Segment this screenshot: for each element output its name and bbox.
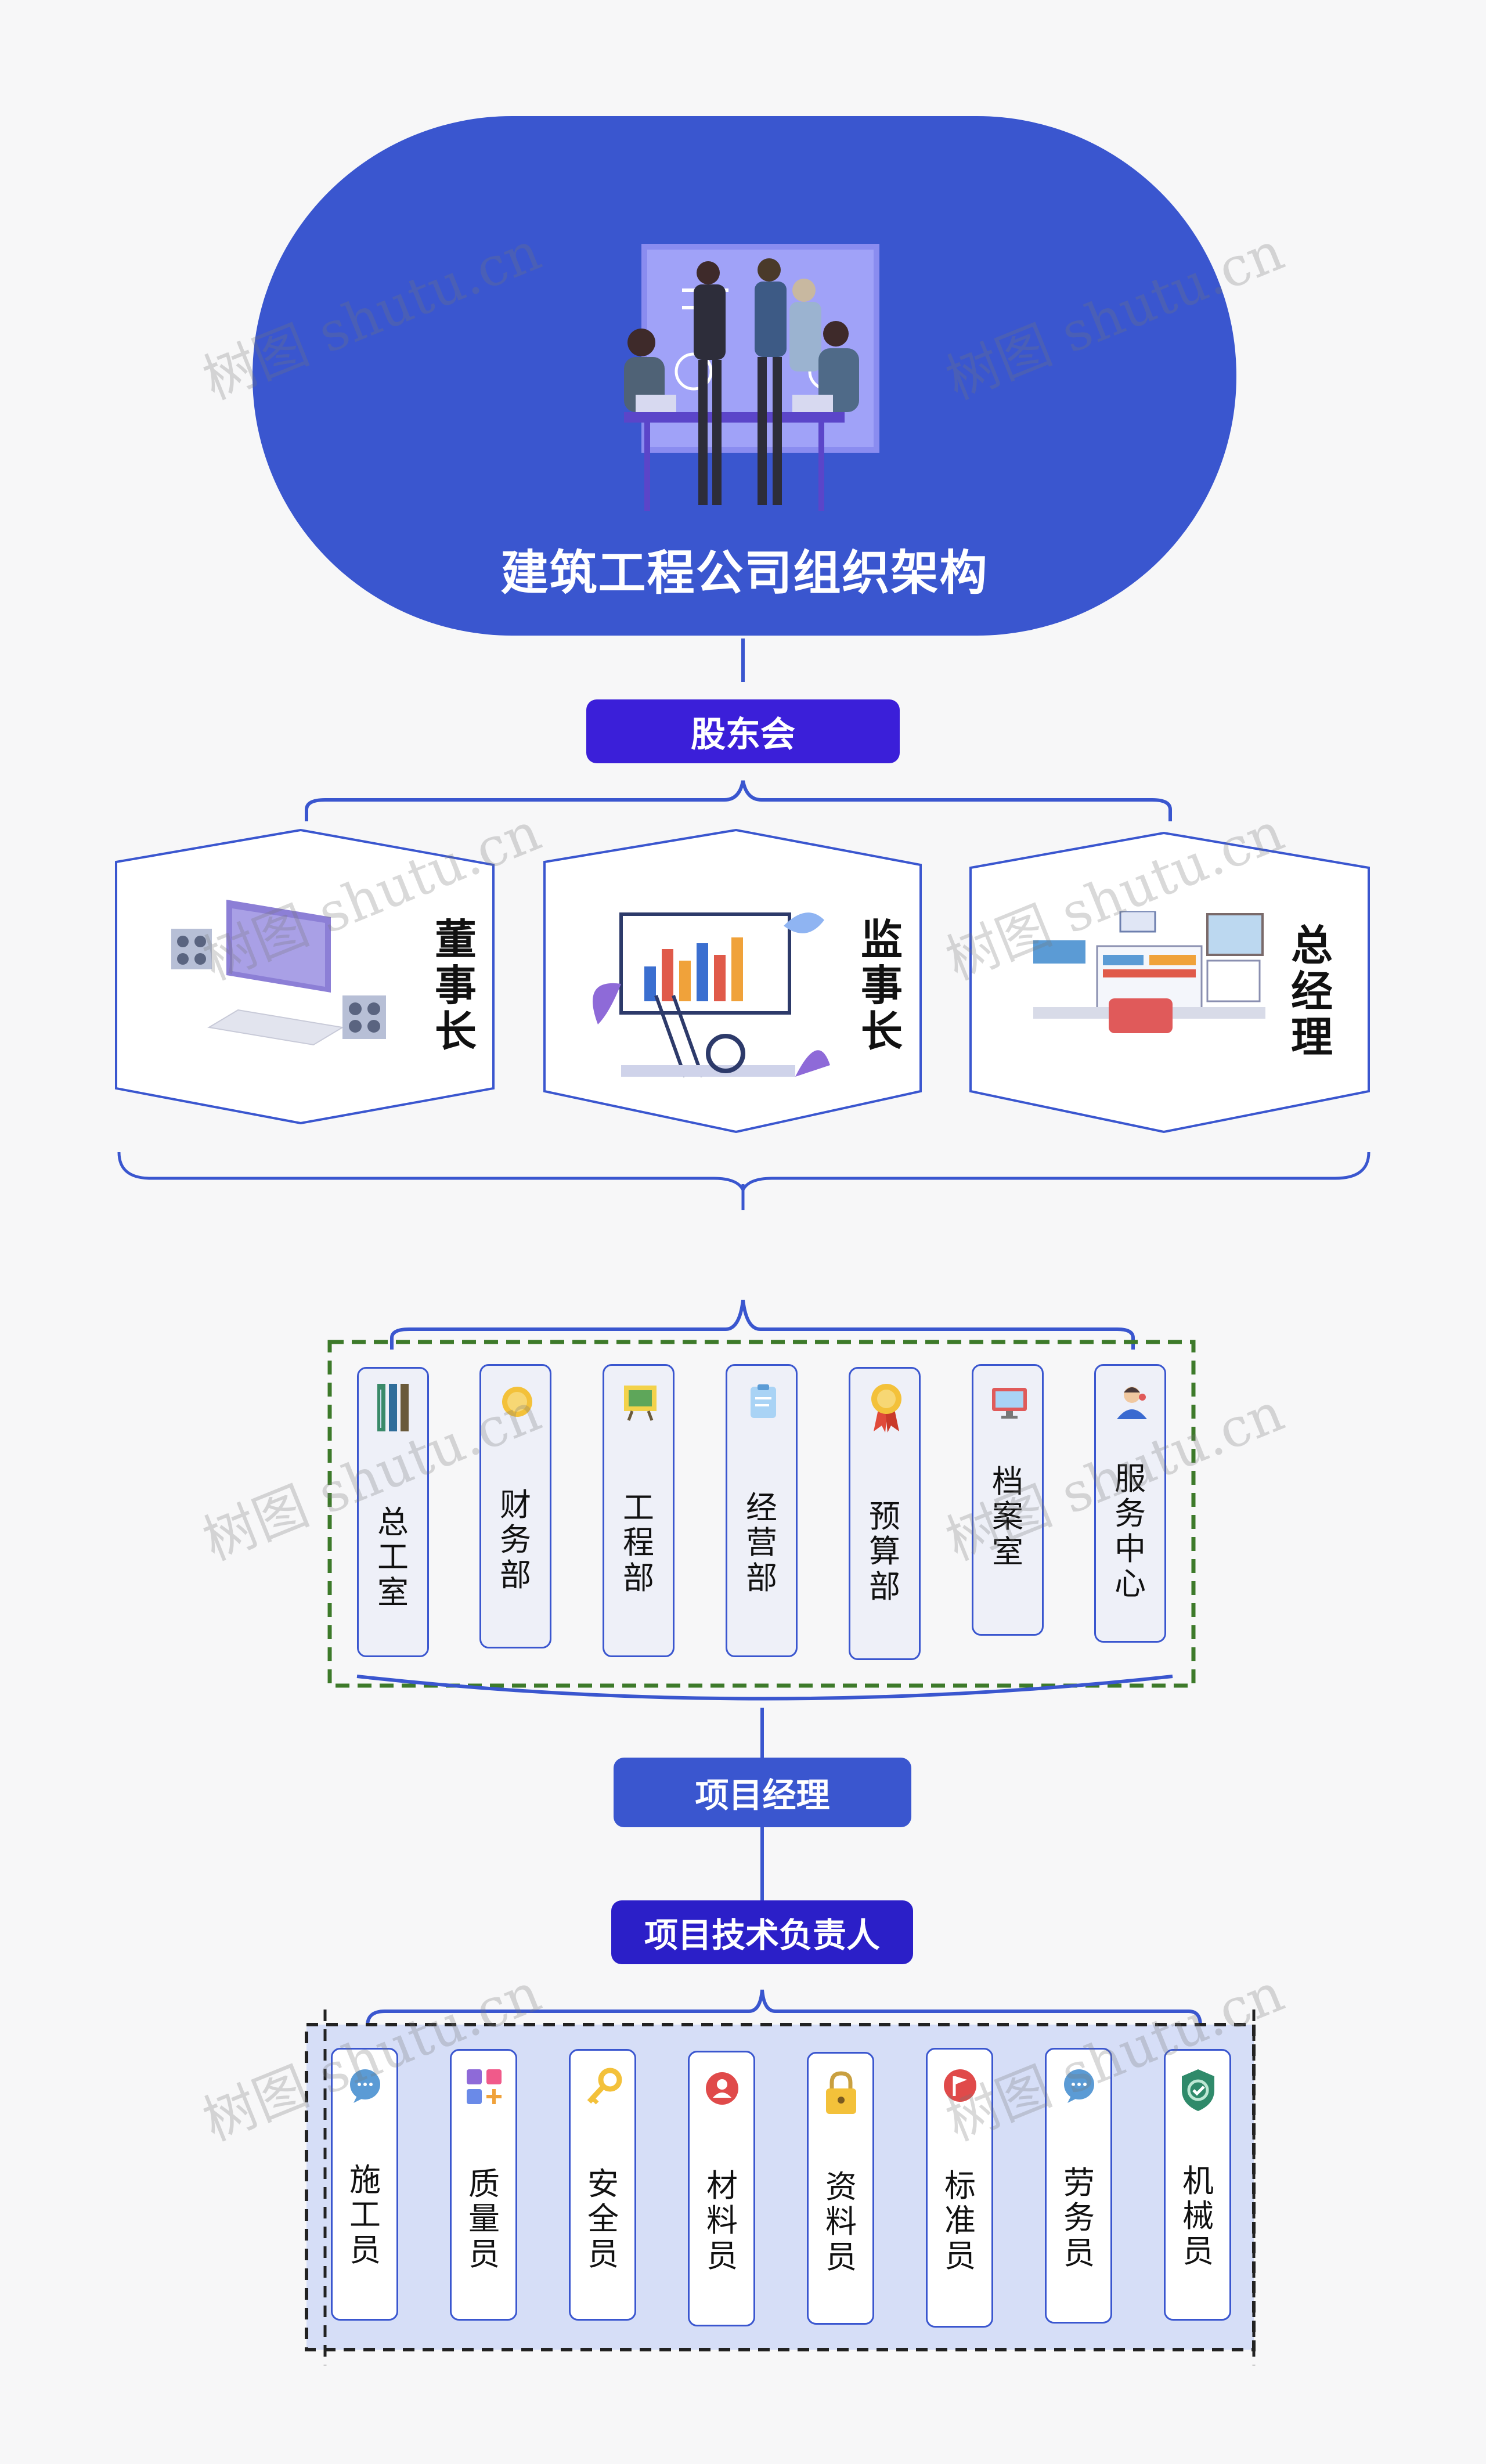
- department-label: 预算部: [869, 1498, 900, 1605]
- department-card: 预算部: [849, 1367, 921, 1660]
- key-icon: [587, 2068, 622, 2105]
- department-card: 财务部: [479, 1364, 551, 1648]
- tech-lead-node: 项目技术负责人: [611, 1900, 913, 1964]
- department-card: 总工室: [357, 1367, 429, 1657]
- exec-label: 董事长: [434, 915, 477, 1056]
- flag-badge-icon: [944, 2069, 976, 2102]
- gold-coin-icon: [502, 1387, 532, 1417]
- exec-label: 监事长: [860, 915, 903, 1056]
- staff-card: 质量员: [450, 2049, 517, 2321]
- staff-brace: [366, 1989, 1202, 2043]
- department-label: 服务中心: [1114, 1460, 1146, 1603]
- staff-label: 资料员: [825, 2169, 857, 2275]
- chat-bubble-icon: [1064, 2069, 1094, 2103]
- chat-bubble-icon: [350, 2069, 380, 2103]
- department-label: 档案室: [992, 1463, 1023, 1570]
- staff-label: 标准员: [944, 2167, 976, 2274]
- grid-plus-icon: [467, 2069, 502, 2104]
- staff-card: 劳务员: [1045, 2048, 1112, 2324]
- staff-card: 施工员: [331, 2048, 398, 2321]
- staff-label: 施工员: [349, 2162, 381, 2268]
- staff-card: 资料员: [807, 2052, 874, 2325]
- padlock-icon: [826, 2071, 856, 2114]
- page-title: 建筑工程公司组织架构: [500, 546, 989, 601]
- staff-label: 劳务员: [1063, 2164, 1095, 2271]
- service-person-icon: [1117, 1387, 1147, 1419]
- monitor-icon: [992, 1388, 1027, 1419]
- user-badge-icon: [706, 2072, 738, 2105]
- project-manager-node: 项目经理: [614, 1758, 911, 1827]
- departments-frame: [327, 1340, 1196, 1688]
- staff-label: 机械员: [1182, 2163, 1214, 2270]
- ruler-tools-icon: [377, 1384, 409, 1431]
- department-label: 经营部: [746, 1489, 777, 1596]
- staff-label: 安全员: [587, 2166, 619, 2272]
- clipboard-icon: [751, 1384, 776, 1418]
- department-card: 经营部: [726, 1364, 798, 1657]
- executives-brace: [305, 780, 1172, 821]
- exec-label: 总经理: [1290, 921, 1333, 1062]
- staff-card: 材料员: [688, 2051, 755, 2326]
- team-meeting-illustration: [624, 244, 879, 511]
- staff-label: 材料员: [706, 2167, 738, 2274]
- staff-card: 机械员: [1164, 2049, 1231, 2321]
- department-label: 总工室: [377, 1504, 409, 1611]
- staff-card: 标准员: [926, 2048, 993, 2328]
- shareholders-node: 股东会: [586, 699, 900, 763]
- departments-brace: [390, 1300, 1135, 1350]
- staff-card: 安全员: [569, 2049, 636, 2321]
- shield-check-icon: [1182, 2069, 1214, 2111]
- department-card: 档案室: [972, 1364, 1044, 1636]
- department-card: 服务中心: [1094, 1364, 1166, 1643]
- office-desk-illustration: [1033, 911, 1265, 1033]
- construction-board-icon: [624, 1386, 657, 1421]
- monitor-speakers-illustration: [171, 900, 386, 1046]
- department-card: 工程部: [603, 1364, 675, 1657]
- departments-bottom-curve: [356, 1675, 1173, 1701]
- department-label: 工程部: [623, 1489, 654, 1596]
- chart-board-ladder-illustration: [593, 912, 830, 1078]
- staff-label: 质量员: [468, 2166, 500, 2272]
- title-oval: 建筑工程公司组织架构: [253, 116, 1236, 636]
- award-ribbon-icon: [871, 1384, 901, 1433]
- department-label: 财务部: [500, 1487, 531, 1593]
